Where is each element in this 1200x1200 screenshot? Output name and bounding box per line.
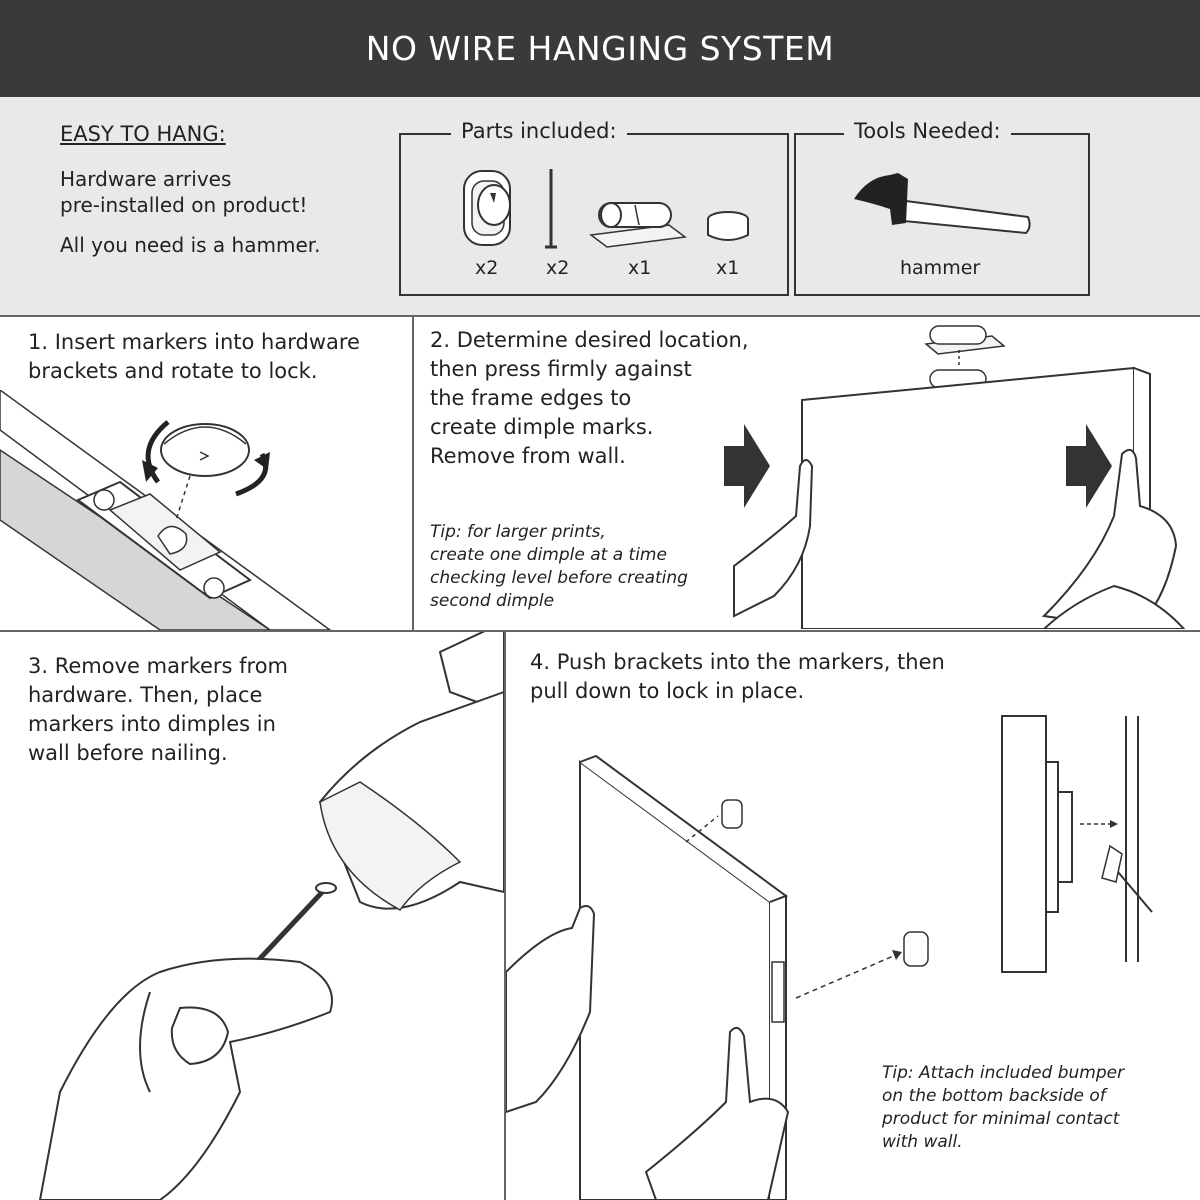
parts-included-box: Parts included: x2 x2 x1 x1 bbox=[399, 119, 789, 296]
parts-legend: Parts included: bbox=[451, 119, 627, 143]
divider-v2 bbox=[504, 630, 506, 1200]
hammer-label: hammer bbox=[900, 257, 981, 279]
step-1-illustration bbox=[0, 390, 332, 630]
page-title: NO WIRE HANGING SYSTEM bbox=[365, 29, 835, 68]
bumper-icon bbox=[707, 211, 749, 241]
bumper-qty: x1 bbox=[716, 257, 740, 279]
step-4-text: 4. Push brackets into the markers, then … bbox=[530, 650, 945, 703]
marker-qty: x1 bbox=[628, 257, 652, 279]
bracket-qty: x2 bbox=[475, 257, 499, 279]
step-4-illustration bbox=[506, 715, 1153, 1200]
divider-v1 bbox=[412, 315, 414, 630]
step-4-tip: Tip: Attach included bumper on the botto… bbox=[882, 1063, 1125, 1152]
step-3-illustration bbox=[38, 632, 504, 1200]
hammer-icon bbox=[854, 173, 1031, 235]
nail-qty: x2 bbox=[546, 257, 570, 279]
easy-heading: EASY TO HANG: bbox=[60, 122, 226, 146]
tools-needed-box: Tools Needed: hammer bbox=[794, 119, 1090, 296]
step-1-text: 1. Insert markers into hardware brackets… bbox=[28, 330, 360, 383]
step-2-text: 2. Determine desired location, then pres… bbox=[430, 328, 749, 468]
step-2-illustration bbox=[724, 325, 1186, 629]
tools-legend: Tools Needed: bbox=[844, 119, 1011, 143]
easy-text-2: All you need is a hammer. bbox=[60, 233, 321, 257]
divider-h2 bbox=[0, 630, 1200, 632]
step-3-text: 3. Remove markers from hardware. Then, p… bbox=[28, 654, 289, 765]
nail-icon bbox=[545, 169, 557, 249]
header-banner: NO WIRE HANGING SYSTEM bbox=[0, 0, 1200, 97]
marker-icon bbox=[589, 202, 687, 248]
step-2-tip: Tip: for larger prints, create one dimpl… bbox=[430, 522, 688, 611]
bracket-icon bbox=[463, 170, 511, 246]
divider-h1 bbox=[0, 315, 1200, 317]
